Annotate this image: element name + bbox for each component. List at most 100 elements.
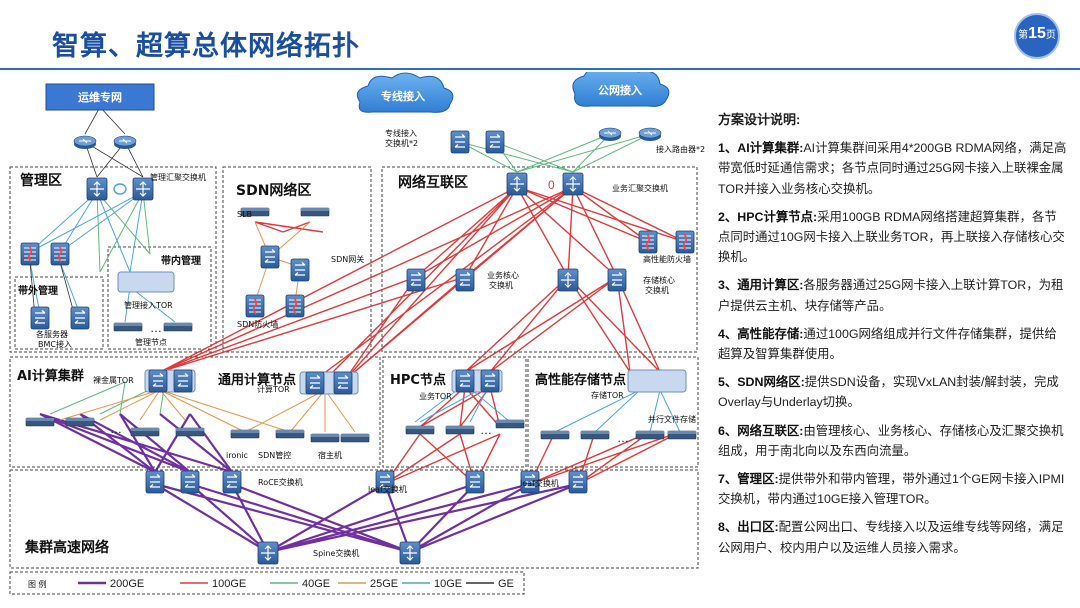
design-description: 方案设计说明: 1、AI计算集群:AI计算集群间采用4*200GB RDMA网络… xyxy=(718,110,1068,566)
legend-label-1: 100GE xyxy=(212,578,246,590)
page-title: 智算、超算总体网络拓扑 xyxy=(52,31,360,62)
ellipsis-4: … xyxy=(617,431,629,445)
label-roce: RoCE交换机 xyxy=(258,477,303,487)
title-divider xyxy=(0,68,1080,70)
label-biz-core-1: 业务核心 xyxy=(487,270,519,280)
label-sdn-ctrl: SDN管控 xyxy=(258,450,291,460)
cloud-dedicated-label: 专线接入 xyxy=(381,89,425,103)
legend-label-0: 200GE xyxy=(110,578,144,590)
zone-general-label: 通用计算节点 xyxy=(218,372,296,388)
description-item: 5、SDN网络区:提供SDN设备，实现VxLAN封装/解封装，完成Overlay… xyxy=(718,372,1068,412)
links-200ge xyxy=(39,412,579,554)
label-access-router: 接入路由器*2 xyxy=(656,144,705,154)
description-item-text: 由管理核心、业务核心、存储核心及汇聚交换机组成，用于南北向以及东西向流量。 xyxy=(718,423,1064,458)
links-25ge xyxy=(59,221,356,433)
zone-storage-label: 高性能存储节点 xyxy=(535,372,626,388)
badge-suffix: 页 xyxy=(1045,30,1056,41)
description-items: 1、AI计算集群:AI计算集群间采用4*200GB RDMA网络，满足高带宽低时… xyxy=(718,138,1068,558)
access-routers xyxy=(598,127,662,142)
description-item-key: 3、通用计算区: xyxy=(718,278,804,293)
description-item-key: 4、高性能存储: xyxy=(718,326,804,341)
ellipsis-2: … xyxy=(150,321,162,335)
label-hp-fw: 高性能防火墙 xyxy=(643,254,691,264)
zone-boxes xyxy=(9,166,699,595)
cloud-public: 公网接入 xyxy=(572,72,670,107)
ops-routers xyxy=(73,135,137,150)
label-compute-tor: 计算TOR xyxy=(257,384,290,394)
ellipsis-1: … xyxy=(110,422,122,436)
description-item-key: 5、SDN网络区: xyxy=(718,375,805,390)
description-item-text: 配置公网出口、专线接入以及运维专线等网络，满足公网用户、校内用户以及运维人员接入… xyxy=(718,520,1064,555)
label-dedicated-access-1: 专线接入 xyxy=(385,128,417,138)
description-item-text: 提供带外和带内管理，带外通过1个GE网卡接入IPMI交换机，带内通过10GE接入… xyxy=(718,472,1065,507)
description-item-text: 各服务器通过25G网卡接入上联计算TOR，为租户提供云主机、块存储等产品。 xyxy=(718,278,1064,313)
label-store-core-1: 存储核心 xyxy=(643,275,675,285)
label-pfs: 并行文件存储 xyxy=(648,414,696,424)
description-item: 6、网络互联区:由管理核心、业务核心、存储核心及汇聚交换机组成，用于南北向以及东… xyxy=(718,421,1068,461)
label-zero: 0 xyxy=(548,178,555,192)
legend-label-2: 40GE xyxy=(302,578,330,590)
description-item: 4、高性能存储:通过100G网络组成并行文件存储集群，提供给超算及智算集群使用。 xyxy=(718,324,1068,364)
ops-network-box xyxy=(45,83,155,111)
zone-inband-label: 带内管理 xyxy=(161,254,201,267)
legend-items: 200GE 100GE 40GE 25GE 10GE GE xyxy=(78,578,514,590)
label-servers-1: 各服务器 xyxy=(36,329,68,339)
network-topology-diagram: 运维专网 专线接入 公网接入 xyxy=(9,72,705,595)
zone-ai-label: AI计算集群 xyxy=(17,368,84,384)
legend-label-3: 25GE xyxy=(370,578,398,590)
description-item: 2、HPC计算节点:采用100GB RDMA网络搭建超算集群，各节点同时通过10… xyxy=(718,207,1068,268)
page-number-badge: 第15页 xyxy=(1014,13,1060,59)
legend-label-4: 10GE xyxy=(434,578,462,590)
links-100ge xyxy=(159,186,686,485)
description-item-text: 通过100G网络组成并行文件存储集群，提供给超算及智算集群使用。 xyxy=(718,326,1057,362)
zone-hpc-label: HPC节点 xyxy=(390,372,446,388)
tor-switches xyxy=(144,369,687,395)
label-host: 宿主机 xyxy=(318,450,342,460)
badge-prefix: 第 xyxy=(1018,30,1029,41)
dedicated-switches xyxy=(450,130,505,154)
description-item-text: 采用100GB RDMA网络搭建超算集群，各节点同时通过10G网卡接入上联业务T… xyxy=(718,209,1065,265)
label-spine: Spine交换机 xyxy=(313,548,359,558)
description-item-key: 8、出口区: xyxy=(718,520,779,535)
label-mgmt-agg: 管理汇聚交换机 xyxy=(150,172,206,182)
description-item-text: 提供SDN设备，实现VxLAN封装/解封装，完成Overlay与Underlay… xyxy=(718,375,1059,410)
mgmt-agg-switches xyxy=(86,177,154,201)
label-mgmt-tor: 管理接入TOR xyxy=(124,300,173,310)
label-slb: SLB xyxy=(237,210,252,219)
label-mgmt-node: 管理节点 xyxy=(135,337,167,347)
legend-title: 图 例 xyxy=(28,579,47,589)
label-ironic: ironic xyxy=(226,451,248,460)
label-biz-tor: 业务TOR xyxy=(419,391,452,401)
label-store-tor: 存储TOR xyxy=(591,390,624,400)
legend: 图 例 200GE 100GE 40GE 25GE 10GE GE xyxy=(28,578,514,590)
description-item-text: AI计算集群间采用4*200GB RDMA网络，满足高带宽低时延通信需求；各节点… xyxy=(718,141,1067,196)
description-item-key: 1、AI计算集群: xyxy=(718,141,804,156)
description-item: 3、通用计算区:各服务器通过25G网卡接入上联计算TOR，为租户提供云主机、块存… xyxy=(718,275,1068,315)
page-number: 15 xyxy=(1028,25,1046,42)
label-baremetal-tor: 裸金属TOR xyxy=(93,375,134,385)
label-biz-core-2: 交换机 xyxy=(489,280,513,290)
description-item-key: 2、HPC计算节点: xyxy=(718,209,818,224)
label-leaf-1: leaf交换机 xyxy=(368,484,407,494)
zone-cluster-label: 集群高速网络 xyxy=(24,539,109,556)
cloud-public-label: 公网接入 xyxy=(598,83,642,97)
legend-label-5: GE xyxy=(498,578,514,590)
ops-network-label: 运维专网 xyxy=(78,90,122,104)
label-biz-agg: 业务汇聚交换机 xyxy=(612,183,668,193)
ellipsis-3: … xyxy=(480,423,492,437)
biz-agg-switches xyxy=(506,172,584,196)
cloud-dedicated: 专线接入 xyxy=(356,72,454,113)
description-heading: 方案设计说明: xyxy=(718,112,801,127)
label-sdn-gw: SDN网关 xyxy=(331,254,364,264)
label-store-core-2: 交换机 xyxy=(645,285,669,295)
mgmt-zone-switches xyxy=(20,242,193,332)
zone-oob-label: 带外管理 xyxy=(18,284,58,297)
mgmt-tor-box xyxy=(117,271,175,293)
zone-interconnect-label: 网络互联区 xyxy=(398,174,468,191)
zone-sdn-label: SDN网络区 xyxy=(236,182,311,199)
description-item: 7、管理区:提供带外和带内管理，带外通过1个GE网卡接入IPMI交换机，带内通过… xyxy=(718,469,1068,509)
label-leaf-2: leaf交换机 xyxy=(520,478,559,488)
zone-mgmt-label: 管理区 xyxy=(20,172,62,189)
description-item: 8、出口区:配置公网出口、专线接入以及运维专线等网络，满足公网用户、校内用户以及… xyxy=(718,517,1068,557)
description-item-key: 7、管理区: xyxy=(718,472,779,487)
